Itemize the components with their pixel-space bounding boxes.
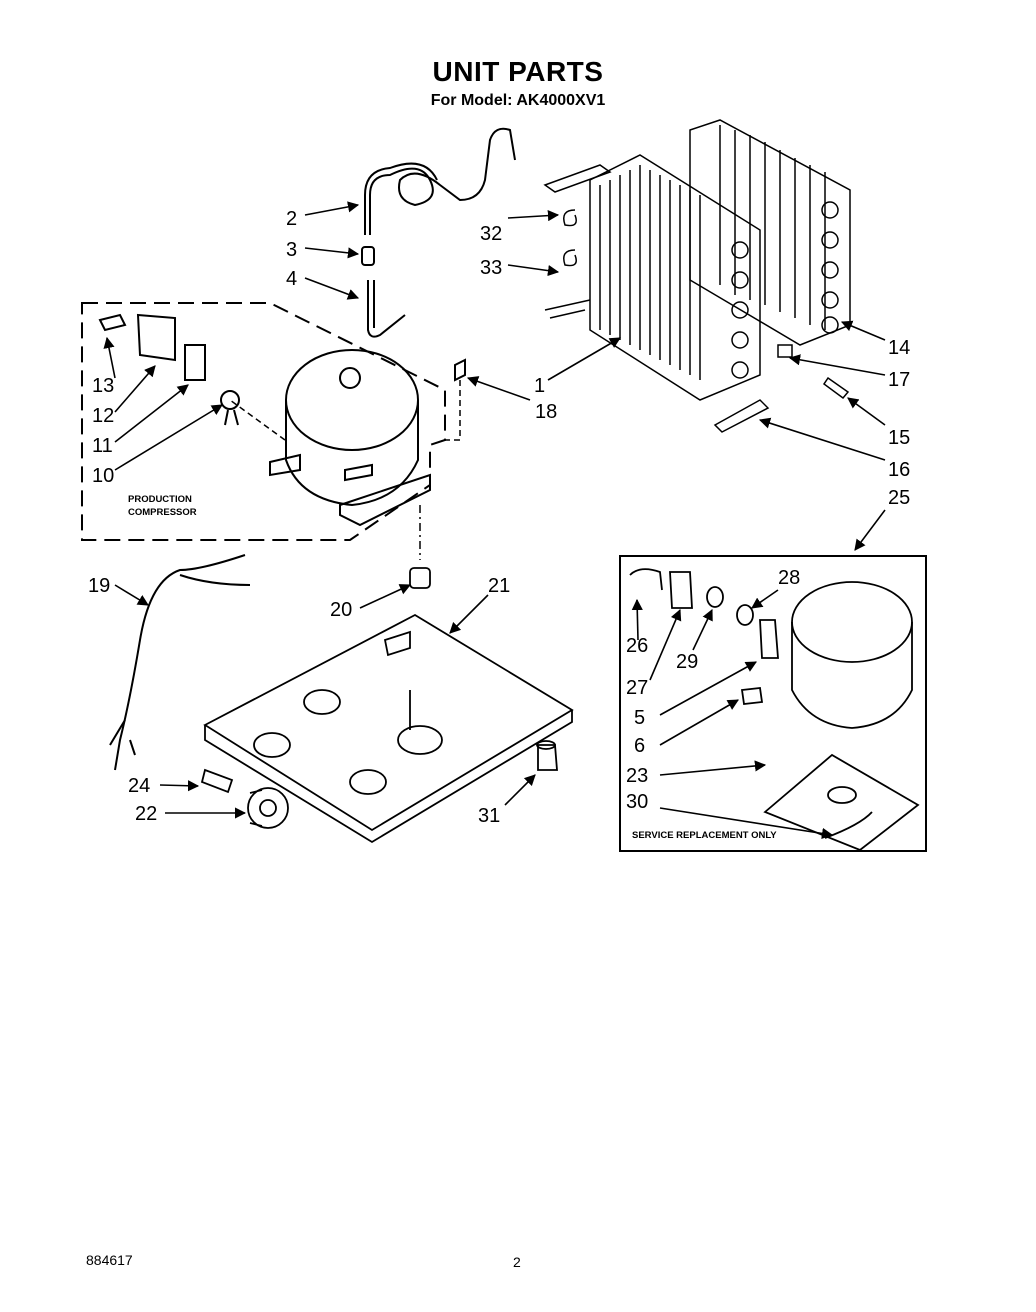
- capillary-tube-drawing: [361, 127, 516, 338]
- service-replacement-box: SERVICE REPLACEMENT ONLY: [619, 555, 927, 852]
- leader-arrows: [103, 201, 886, 839]
- production-compressor-box: PRODUCTION COMPRESSOR: [81, 302, 466, 541]
- callout-numbers: 2 3 4 32 33 1 18 14 17 15 16 25 13 12 11…: [88, 208, 910, 827]
- service-replacement-label: SERVICE REPLACEMENT ONLY: [632, 830, 777, 841]
- callout-27: 27: [626, 677, 648, 699]
- tube-and-grommet-drawing: [200, 768, 289, 829]
- callout-17: 17: [888, 369, 910, 391]
- callout-21: 21: [488, 575, 510, 597]
- callout-29: 29: [676, 651, 698, 673]
- model-subtitle: For Model: AK4000XV1: [430, 92, 606, 109]
- callout-25: 25: [888, 487, 910, 509]
- condenser-coil-drawing: [543, 119, 851, 433]
- production-label-line1: PRODUCTION: [128, 494, 192, 505]
- base-pan-drawing: [203, 567, 574, 844]
- callout-2: 2: [286, 208, 297, 230]
- callout-30: 30: [626, 791, 648, 813]
- callout-31: 31: [478, 805, 500, 827]
- callout-18: 18: [535, 401, 557, 423]
- callout-14: 14: [888, 337, 910, 359]
- callout-33: 33: [480, 257, 502, 279]
- compressor-drawing: [98, 313, 466, 527]
- callout-4: 4: [286, 268, 297, 290]
- callout-6: 6: [634, 735, 645, 757]
- page-title: UNIT PARTS: [432, 56, 604, 87]
- service-compressor-drawing: [629, 568, 920, 852]
- callout-16: 16: [888, 459, 910, 481]
- callout-19: 19: [88, 575, 110, 597]
- callout-32: 32: [480, 223, 502, 245]
- callout-15: 15: [888, 427, 910, 449]
- callout-10: 10: [92, 465, 114, 487]
- callout-22: 22: [135, 803, 157, 825]
- callout-3: 3: [286, 239, 297, 261]
- callout-5: 5: [634, 707, 645, 729]
- callout-20: 20: [330, 599, 352, 621]
- callout-28: 28: [778, 567, 800, 589]
- callout-23: 23: [626, 765, 648, 787]
- callout-13: 13: [92, 375, 114, 397]
- callout-1: 1: [534, 375, 545, 397]
- wire-harness-drawing: [109, 554, 251, 771]
- callout-24: 24: [128, 775, 150, 797]
- callout-11: 11: [92, 435, 113, 457]
- callout-26: 26: [626, 635, 648, 657]
- page-number: 2: [513, 1254, 521, 1270]
- document-number: 884617: [86, 1252, 133, 1268]
- callout-12: 12: [92, 405, 114, 427]
- production-label-line2: COMPRESSOR: [128, 507, 197, 518]
